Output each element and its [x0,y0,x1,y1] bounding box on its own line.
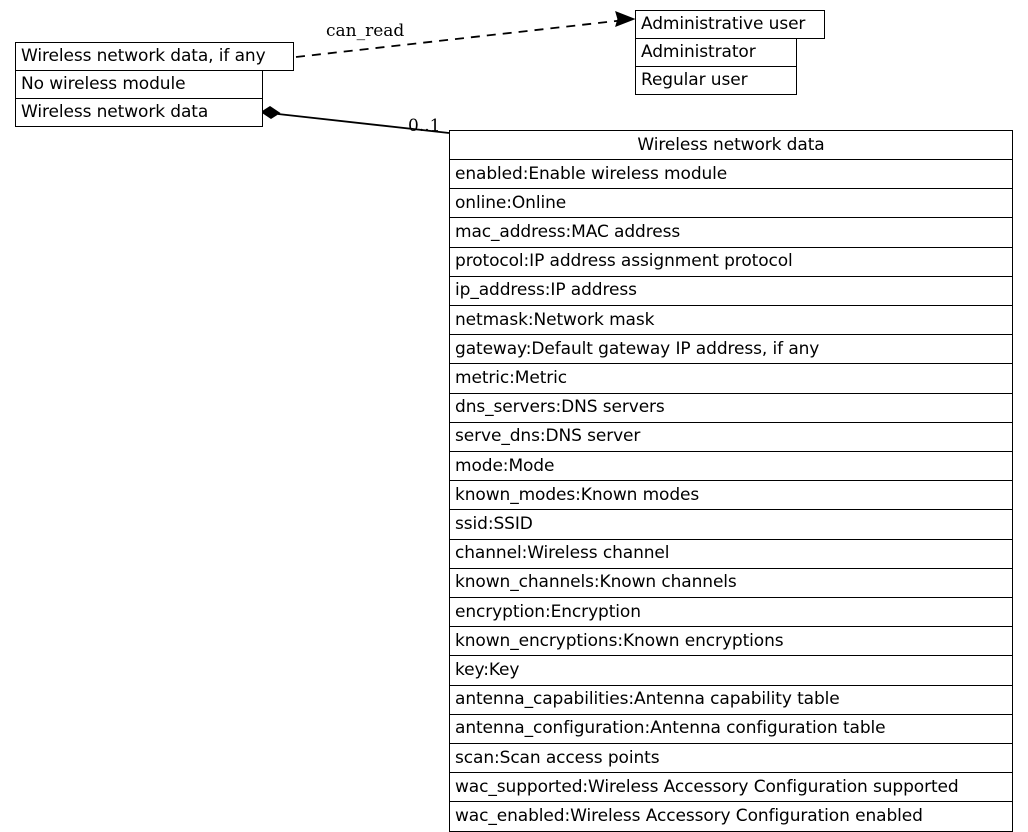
class-attribute-row[interactable]: protocol:IP address assignment protocol [449,246,1013,277]
class-attribute-row[interactable]: known_encryptions:Known encryptions [449,626,1013,657]
class-attribute-row[interactable]: dns_servers:DNS servers [449,392,1013,423]
node-header-row[interactable]: Administrative user [635,10,825,39]
class-attribute-row[interactable]: wac_enabled:Wireless Accessory Configura… [449,801,1013,832]
class-attribute-row[interactable]: online:Online [449,188,1013,219]
node-administrative-user[interactable]: Administrative user Administrator Regula… [635,10,826,95]
node-enum-row[interactable]: Wireless network data [15,98,263,127]
class-attribute-row[interactable]: metric:Metric [449,363,1013,394]
class-attribute-row[interactable]: mode:Mode [449,451,1013,482]
class-attribute-row[interactable]: gateway:Default gateway IP address, if a… [449,334,1013,365]
class-attribute-row[interactable]: netmask:Network mask [449,305,1013,336]
class-title-row[interactable]: Wireless network data [449,130,1013,160]
class-attribute-row[interactable]: antenna_capabilities:Antenna capability … [449,684,1013,715]
class-attribute-row[interactable]: channel:Wireless channel [449,538,1013,569]
node-header-row[interactable]: Wireless network data, if any [15,42,294,71]
node-enum-row[interactable]: No wireless module [15,70,263,99]
class-attribute-row[interactable]: ip_address:IP address [449,275,1013,306]
node-wireless-network-data-if-any[interactable]: Wireless network data, if any No wireles… [15,42,295,127]
class-attribute-row[interactable]: scan:Scan access points [449,743,1013,774]
class-attribute-row[interactable]: encryption:Encryption [449,597,1013,628]
diagram-canvas: can_read 0..1 Wireless network data, if … [15,10,1013,832]
edge-label-multiplicity: 0..1 [408,116,441,136]
class-attribute-row[interactable]: serve_dns:DNS server [449,421,1013,452]
class-attribute-row[interactable]: known_modes:Known modes [449,480,1013,511]
class-attribute-row[interactable]: known_channels:Known channels [449,567,1013,598]
class-attribute-row[interactable]: key:Key [449,655,1013,686]
class-attribute-row[interactable]: mac_address:MAC address [449,217,1013,248]
class-attribute-row[interactable]: enabled:Enable wireless module [449,159,1013,190]
class-attribute-row[interactable]: antenna_configuration:Antenna configurat… [449,713,1013,744]
node-enum-row[interactable]: Administrator [635,38,797,67]
class-attribute-row[interactable]: wac_supported:Wireless Accessory Configu… [449,772,1013,803]
node-wireless-network-data[interactable]: Wireless network data enabled:Enable wir… [449,130,1013,832]
class-attribute-row[interactable]: ssid:SSID [449,509,1013,540]
open-arrow-icon [615,11,636,27]
node-enum-row[interactable]: Regular user [635,66,797,95]
edge-label-can-read: can_read [326,21,405,41]
